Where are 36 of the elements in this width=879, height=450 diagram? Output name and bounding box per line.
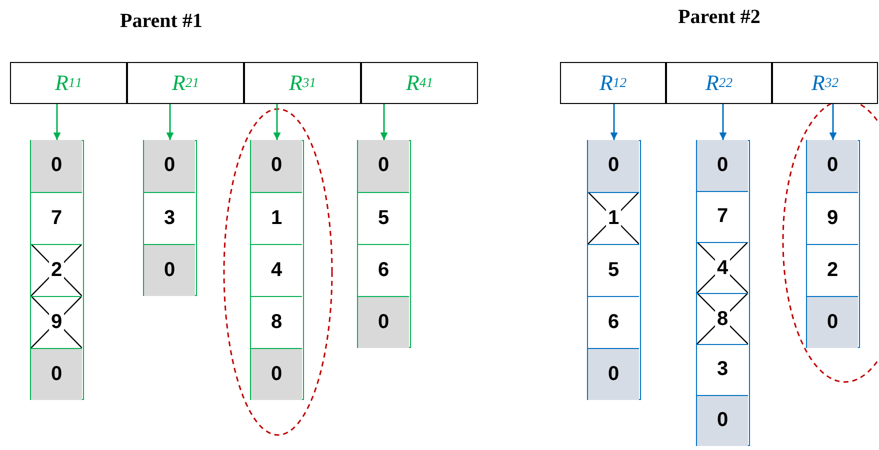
gene-cell: 0 — [251, 140, 302, 192]
route-column — [357, 140, 411, 348]
arrow — [380, 104, 388, 140]
route-column — [696, 140, 750, 446]
gene-cell: 9 — [807, 192, 858, 244]
gene-cell: 0 — [251, 348, 302, 400]
route-column — [806, 140, 860, 348]
gene-cell: 0 — [807, 140, 858, 192]
gene-cell: 0 — [588, 348, 639, 400]
gene-cell: 4 — [251, 244, 302, 296]
gene-cell: 5 — [588, 244, 639, 296]
gene-cell: 1 — [251, 192, 302, 244]
gene-cell: 0 — [358, 140, 409, 192]
parent-title: Parent #1 — [120, 10, 202, 33]
arrow — [719, 104, 727, 140]
gene-cell: 0 — [31, 348, 82, 400]
gene-cell: 0 — [144, 140, 195, 192]
arrow — [610, 104, 618, 140]
parent-title: Parent #2 — [678, 6, 760, 29]
gene-cell: 0 — [358, 296, 409, 348]
arrow — [829, 104, 837, 140]
route-column — [250, 140, 304, 400]
gene-cell: 0 — [144, 244, 195, 296]
gene-cell: 5 — [358, 192, 409, 244]
gene-cell: 0 — [697, 140, 748, 190]
route-column — [143, 140, 197, 296]
gene-cell: 7 — [697, 190, 748, 242]
gene-cell: 7 — [31, 192, 82, 244]
arrow — [53, 104, 61, 140]
gene-cell: 0 — [31, 140, 82, 192]
gene-cell: 0 — [807, 296, 858, 348]
arrow — [166, 104, 174, 140]
gene-cell: 0 — [697, 394, 748, 446]
gene-cell: 0 — [588, 140, 639, 192]
route-column — [30, 140, 84, 400]
route-column — [587, 140, 641, 400]
